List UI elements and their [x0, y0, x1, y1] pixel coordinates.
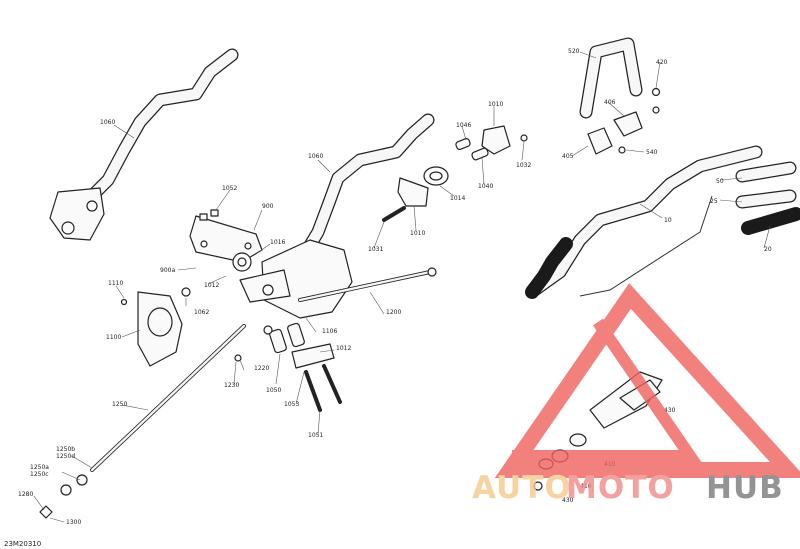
label-1053: 1053 [284, 401, 299, 408]
label-1051: 1051 [308, 432, 323, 439]
clamp-assembly-1010 [382, 125, 528, 222]
label-1110: 1110 [108, 280, 123, 287]
watermark-text-hub: HUB [706, 470, 784, 506]
label-405: 405 [562, 153, 574, 160]
rod-1200 [298, 267, 437, 302]
label-1014: 1014 [450, 195, 465, 202]
label-430: 430 [664, 407, 676, 414]
bushings-1050 [234, 322, 342, 412]
label-1031: 1031 [368, 246, 383, 253]
watermark-text-moto: MOTO [566, 470, 675, 506]
pivot-housing-1106 [232, 239, 353, 319]
label-1250b: 1250b [56, 446, 75, 453]
label-1200: 1200 [386, 309, 401, 316]
leader-lines [33, 51, 771, 523]
label-1016: 1016 [270, 239, 285, 246]
label-540: 540 [646, 149, 658, 156]
label-900: 900 [262, 203, 274, 210]
label-1050: 1050 [266, 387, 281, 394]
watermark: AUTO MOTO HUB [472, 283, 800, 506]
label-20: 20 [764, 246, 772, 253]
label-1010b: 1010 [410, 230, 425, 237]
label-1300: 1300 [66, 519, 81, 526]
label-420: 420 [656, 59, 668, 66]
label-430b: 430 [562, 497, 574, 504]
label-1220: 1220 [254, 365, 269, 372]
part-labels: 1060 1060 1052 900 1016 900a 1012 1110 1… [18, 48, 772, 526]
bracket-1100 [120, 287, 191, 367]
label-1060a: 1060 [100, 119, 115, 126]
label-1280: 1280 [18, 491, 33, 498]
label-900a: 900a [160, 267, 175, 274]
label-410b: 410 [580, 483, 592, 490]
label-1046: 1046 [456, 122, 471, 129]
diagram-code: 23M20310 [4, 540, 41, 548]
label-1250a: 1250a [30, 464, 49, 471]
bracket-900 [189, 209, 263, 263]
label-1250c: 1250c [30, 471, 49, 478]
label-1250d: 1250d [56, 453, 75, 460]
lever-1060-left [49, 48, 239, 241]
handlebar-10 [525, 145, 800, 299]
label-1230: 1230 [224, 382, 239, 389]
lever-1060-center [293, 113, 435, 269]
label-1010a: 1010 [488, 101, 503, 108]
label-520: 520 [568, 48, 580, 55]
label-1040: 1040 [478, 183, 493, 190]
grab-handle-520 [579, 37, 661, 155]
watermark-triangle-icon [494, 283, 800, 478]
label-1012b: 1012 [336, 345, 351, 352]
label-1106: 1106 [322, 328, 337, 335]
label-1052: 1052 [222, 185, 237, 192]
label-1250: 1250 [112, 401, 127, 408]
label-1012a: 1012 [204, 282, 219, 289]
watermark-text-auto: AUTO [472, 470, 572, 506]
label-1032: 1032 [516, 162, 531, 169]
watermark-triangle-inner-icon [512, 318, 702, 462]
label-1062: 1062 [194, 309, 209, 316]
label-50: 50 [716, 178, 724, 185]
rod-1250 [39, 324, 246, 519]
label-25: 25 [710, 198, 718, 205]
label-10: 10 [664, 217, 672, 224]
label-1060b: 1060 [308, 153, 323, 160]
label-1100: 1100 [106, 334, 121, 341]
label-406: 406 [604, 99, 616, 106]
